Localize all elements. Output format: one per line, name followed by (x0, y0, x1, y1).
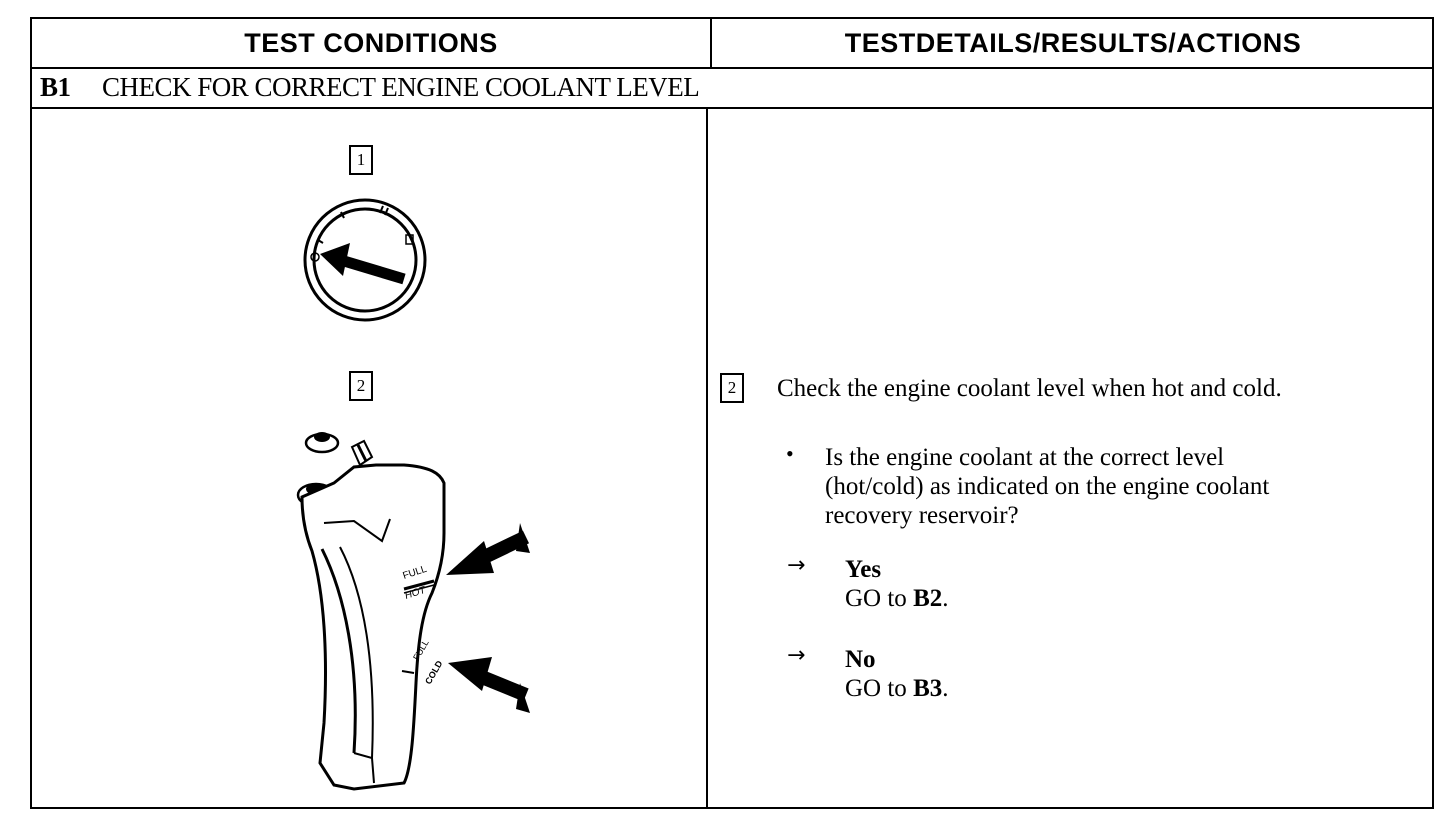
header-divider (32, 67, 1432, 69)
bullet-dot: • (786, 441, 794, 466)
section-title: CHECK FOR CORRECT ENGINE COOLANT LEVEL (102, 71, 700, 102)
yes-action-target: B2 (913, 585, 943, 612)
test-details-header: TESTDETAILS/RESULTS/ACTIONS (844, 27, 1302, 58)
step-1-box: 1 (349, 145, 373, 175)
no-label: No (845, 646, 876, 673)
yes-arrow-icon: → (787, 553, 806, 578)
header-column-divider (710, 19, 712, 67)
yes-period: . (942, 585, 949, 612)
no-period: . (942, 675, 949, 702)
question-line-3: recovery reservoir? (825, 502, 1019, 529)
question-line-2: (hot/cold) as indicated on the engine co… (825, 473, 1270, 500)
yes-branch: Yes GO to B2. (845, 555, 949, 613)
section-row: B1 CHECK FOR CORRECT ENGINE COOLANT LEVE… (40, 69, 700, 105)
section-divider (32, 107, 1432, 109)
step-2-box-right: 2 (720, 373, 744, 403)
yes-label: Yes (845, 556, 882, 583)
coolant-reservoir-icon: FULL HOT FULL COLD (296, 432, 530, 791)
no-action-target: B3 (913, 675, 943, 702)
no-branch: No GO to B3. (845, 645, 949, 703)
no-action: GO to B3. (845, 674, 949, 703)
test-conditions-header: TEST CONDITIONS (244, 27, 498, 58)
no-action-prefix: GO to (845, 675, 907, 702)
section-id: B1 (40, 71, 71, 102)
yes-action-prefix: GO to (845, 585, 907, 612)
body-column-divider (706, 107, 708, 809)
no-arrow-icon: → (787, 643, 806, 668)
step-2-box: 2 (349, 371, 373, 401)
question-text: Is the engine coolant at the correct lev… (825, 443, 1269, 530)
question-line-1: Is the engine coolant at the correct lev… (825, 444, 1225, 471)
full-cold-label-bottom: COLD (423, 658, 445, 686)
instruction-text: Check the engine coolant level when hot … (777, 375, 1282, 402)
yes-action: GO to B2. (845, 584, 949, 613)
ignition-switch-icon (303, 198, 427, 322)
test-procedure-table: TEST CONDITIONS TESTDETAILS/RESULTS/ACTI… (30, 17, 1434, 809)
